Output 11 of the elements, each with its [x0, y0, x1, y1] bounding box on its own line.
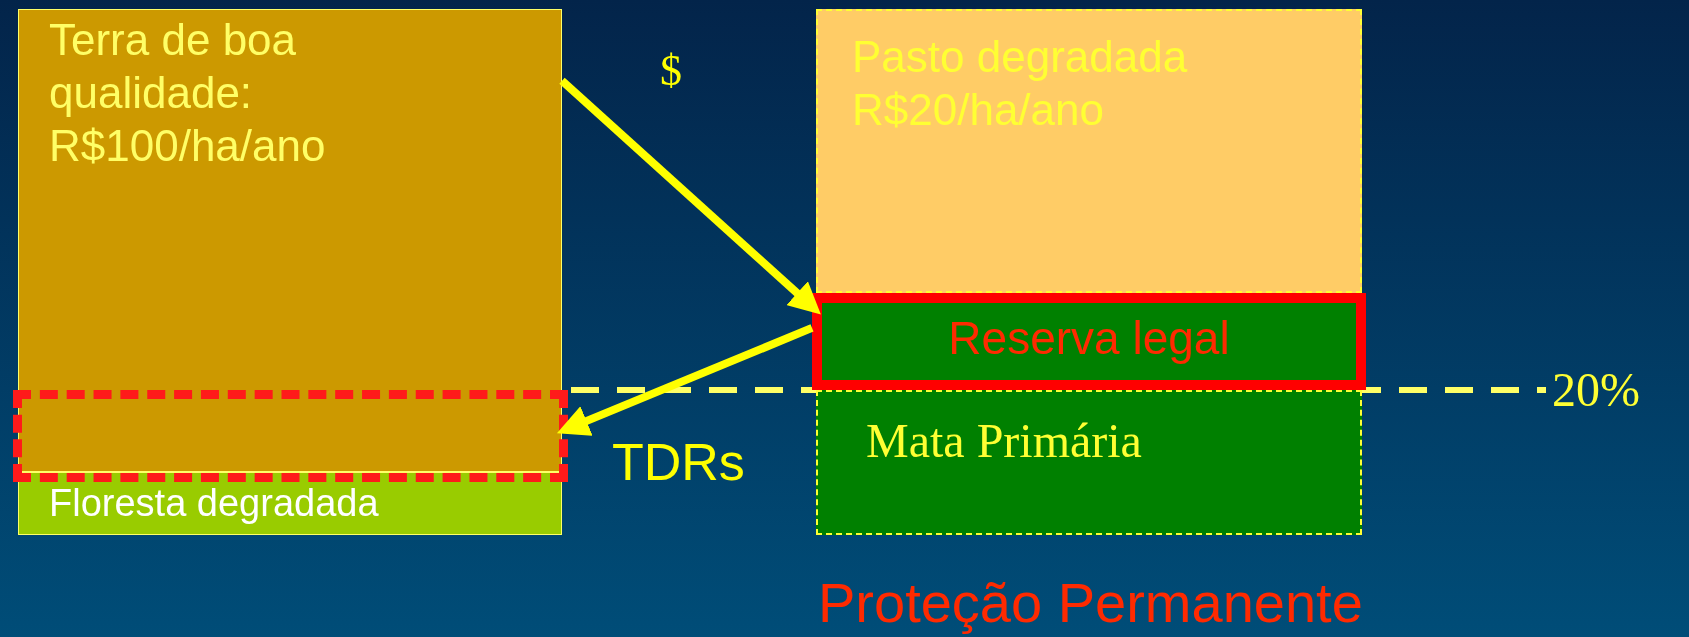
edge-label: $	[660, 45, 682, 96]
dashed-area-outline	[13, 390, 568, 482]
legal-reserve-box: Reserva legal	[812, 293, 1366, 390]
primary-forest-box: Mata Primária	[816, 390, 1362, 535]
forest-band: Floresta degradada	[18, 472, 562, 535]
zone-caption: Proteção Permanente	[818, 570, 1363, 635]
edge-label: TDRs	[612, 432, 745, 492]
arrow	[559, 77, 821, 315]
arrow	[556, 324, 814, 436]
land-area-box: Terra de boa qualidade: R$100/ha/ano	[18, 9, 562, 472]
percent-label: 20%	[1552, 362, 1640, 417]
